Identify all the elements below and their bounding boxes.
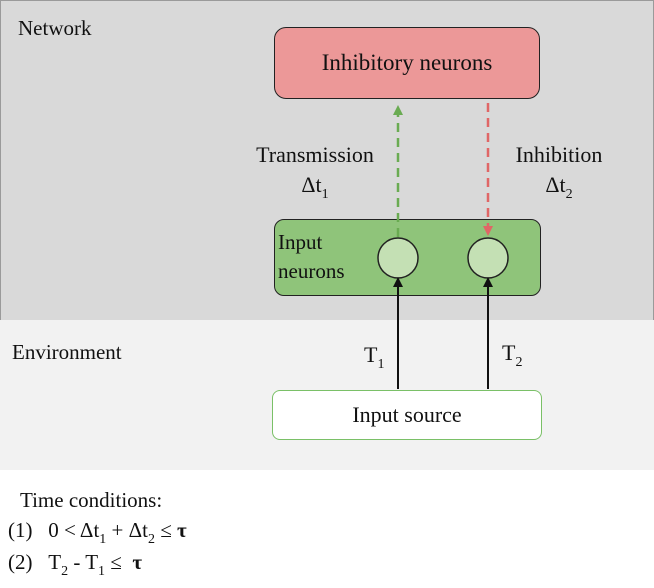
conditions-title: Time conditions: [20,488,163,512]
condition-1: (1) 0 < Δt1 + Δt2 ≤ τ [8,518,187,547]
input-neurons-label-line1: Input [278,230,323,254]
transmission-delta: Δt1 [301,172,329,202]
transmission-word: Transmission [256,142,374,167]
environment-label: Environment [12,340,122,364]
inhibitory-neurons-label: Inhibitory neurons [321,50,493,75]
input-neuron-2 [467,237,509,279]
inhibition-label: Inhibition Δt2 [506,140,612,210]
inhibition-word: Inhibition [515,142,603,167]
inhibition-delta: Δt2 [545,172,573,202]
input-source-label: Input source [352,402,462,427]
t2-label: T2 [502,340,523,370]
condition-2: (2) T2 - T1 ≤ τ [8,550,142,579]
input-neurons-label: Input neurons [278,228,345,286]
inhibitory-neurons-box: Inhibitory neurons [274,27,540,99]
transmission-label: Transmission Δt1 [244,140,386,210]
input-neuron-1 [377,237,419,279]
input-neurons-label-line2: neurons [278,259,345,283]
network-label: Network [18,16,92,40]
t1-label: T1 [364,342,385,372]
input-source-box: Input source [272,390,542,440]
